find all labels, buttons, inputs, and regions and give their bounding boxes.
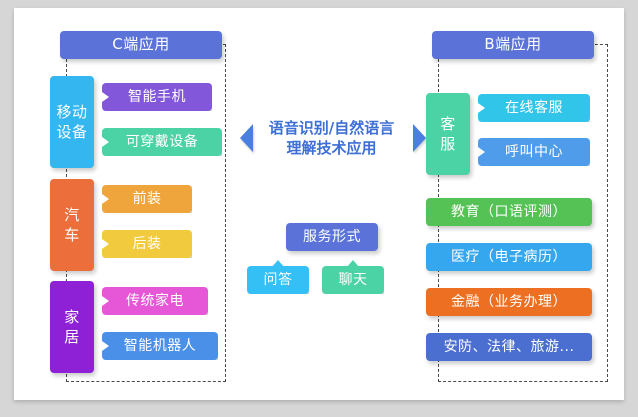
service-form-title: 服务形式 [286,223,378,251]
business-row-healthcare: 医疗（电子病历） [426,243,592,271]
consumer-item-smart-robot: 智能机器人 [102,332,218,360]
service-connector-chat-icon [346,260,360,268]
center-title: 语音识别/自然语言 理解技术应用 [268,118,395,157]
consumer-item-aftermarket: 后装 [102,230,192,258]
business-panel-header: B端应用 [432,31,594,59]
arrow-right-icon [413,124,426,152]
arrow-left-icon [240,124,253,152]
consumer-item-smartphone: 智能手机 [102,83,212,111]
business-item-call-center: 呼叫中心 [478,138,590,166]
diagram-canvas: C端应用 移动 设备 智能手机 可穿戴设备 汽 车 前装 后装 家 居 传统家电… [14,8,624,400]
business-row-education: 教育（口语评测） [426,198,592,226]
service-item-qa: 问答 [247,266,309,294]
business-row-finance: 金融（业务办理） [426,288,592,316]
consumer-panel-header: C端应用 [60,31,222,59]
consumer-item-wearable: 可穿戴设备 [102,128,222,156]
consumer-group-automobile: 汽 车 [50,179,94,271]
consumer-group-home: 家 居 [50,281,94,373]
consumer-item-traditional-appliance: 传统家电 [102,287,208,315]
business-group-customer-service: 客 服 [426,93,470,175]
service-connector-qa-icon [271,260,285,268]
business-row-others: 安防、法律、旅游... [426,333,592,361]
business-item-online-service: 在线客服 [478,94,590,122]
consumer-item-preinstall: 前装 [102,185,192,213]
consumer-group-mobile: 移动 设备 [50,76,94,168]
service-item-chat: 聊天 [322,266,384,294]
